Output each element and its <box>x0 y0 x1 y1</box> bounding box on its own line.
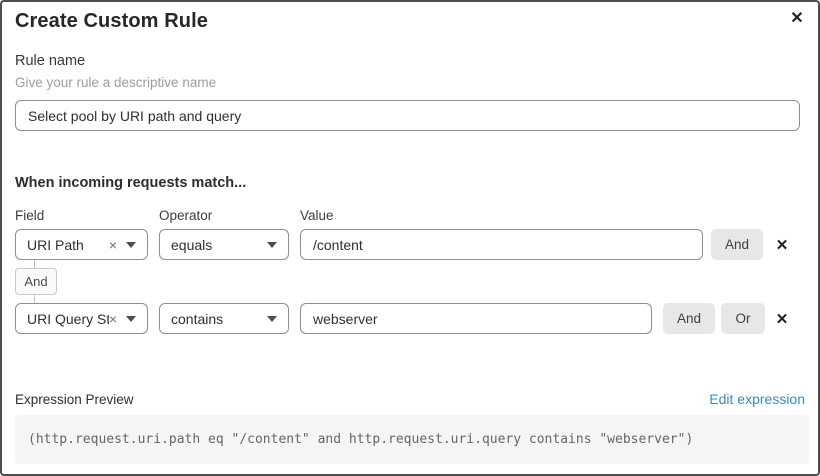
chevron-down-icon <box>126 315 136 322</box>
connector-line-top <box>34 260 35 268</box>
field-select-row2[interactable]: URI Query St... × <box>15 303 148 334</box>
expression-preview-code: (http.request.uri.path eq "/content" and… <box>15 415 809 464</box>
match-heading: When incoming requests match... <box>15 175 247 191</box>
connector-and-badge[interactable]: And <box>15 268 57 295</box>
and-button-row2[interactable]: And <box>663 303 715 334</box>
column-label-value: Value <box>300 208 334 223</box>
column-label-field: Field <box>15 208 45 223</box>
and-button-row1[interactable]: And <box>711 229 763 260</box>
delete-row2-icon[interactable]: ✕ <box>770 303 794 334</box>
clear-selection-icon[interactable]: × <box>108 236 117 253</box>
operator-select-row2[interactable]: contains <box>159 303 289 334</box>
expression-preview-label: Expression Preview <box>15 392 134 407</box>
operator-select-row2-value: contains <box>171 310 224 327</box>
value-input-row1[interactable] <box>300 229 703 260</box>
field-select-row2-value: URI Query St... <box>27 310 109 327</box>
operator-select-row1-value: equals <box>171 236 213 253</box>
connector-line-bottom <box>34 295 35 304</box>
operator-select-row1[interactable]: equals <box>159 229 289 260</box>
field-select-row1-value: URI Path <box>27 236 84 253</box>
edit-expression-link[interactable]: Edit expression <box>709 391 805 407</box>
rule-name-label: Rule name <box>15 53 86 69</box>
column-label-operator: Operator <box>159 208 213 223</box>
or-button-row2[interactable]: Or <box>721 303 765 334</box>
page-title: Create Custom Rule <box>15 10 208 32</box>
rule-name-input[interactable] <box>15 100 800 131</box>
field-select-row1[interactable]: URI Path × <box>15 229 148 260</box>
chevron-down-icon <box>267 315 277 322</box>
rule-name-helper: Give your rule a descriptive name <box>15 75 217 90</box>
chevron-down-icon <box>126 241 136 248</box>
chevron-down-icon <box>267 241 277 248</box>
delete-row1-icon[interactable]: ✕ <box>770 229 794 260</box>
close-icon[interactable]: ✕ <box>784 6 810 32</box>
value-input-row2[interactable] <box>300 303 652 334</box>
clear-selection-icon[interactable]: × <box>108 310 117 327</box>
